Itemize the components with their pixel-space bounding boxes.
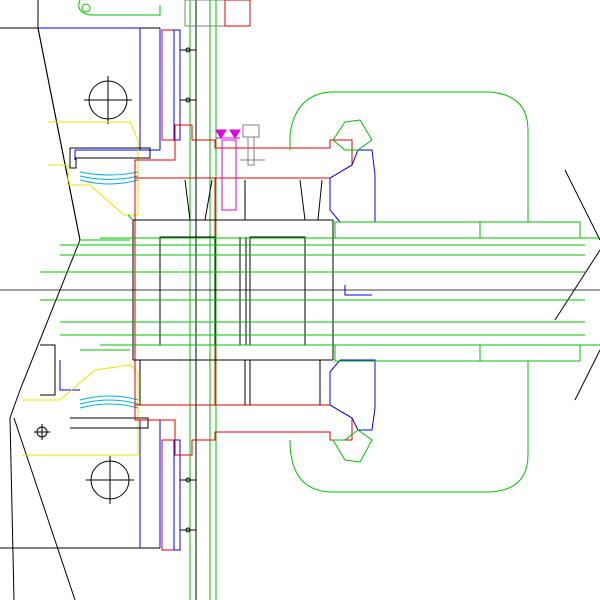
pin-hole-small xyxy=(34,424,50,440)
aux-yellow xyxy=(22,121,139,456)
shaft-sleeve-lower xyxy=(334,344,581,362)
shaft-sleeve-upper xyxy=(334,221,581,239)
bolt-hole-lower xyxy=(86,456,134,504)
top-clamp xyxy=(78,0,251,27)
spring-lower xyxy=(79,395,139,409)
left-brackets xyxy=(40,147,151,429)
nut-lower xyxy=(329,359,376,431)
shaft-centerlines xyxy=(0,237,600,346)
flange-lower xyxy=(134,404,353,456)
bolt-hole-upper xyxy=(84,76,132,124)
spring-upper xyxy=(79,171,139,185)
frame-blue xyxy=(38,27,161,548)
nut-upper xyxy=(329,149,376,223)
left-green-lines xyxy=(80,214,134,351)
flange-upper xyxy=(134,124,353,179)
guard-rounded xyxy=(289,91,529,493)
bolt-magenta xyxy=(215,129,241,211)
bearing-housing xyxy=(132,178,334,405)
seal-lower xyxy=(332,429,373,463)
seal-upper xyxy=(332,119,373,151)
mounting-bar-upper xyxy=(161,29,196,141)
mounting-bar-lower xyxy=(161,439,196,551)
bolt-gray xyxy=(240,124,265,166)
